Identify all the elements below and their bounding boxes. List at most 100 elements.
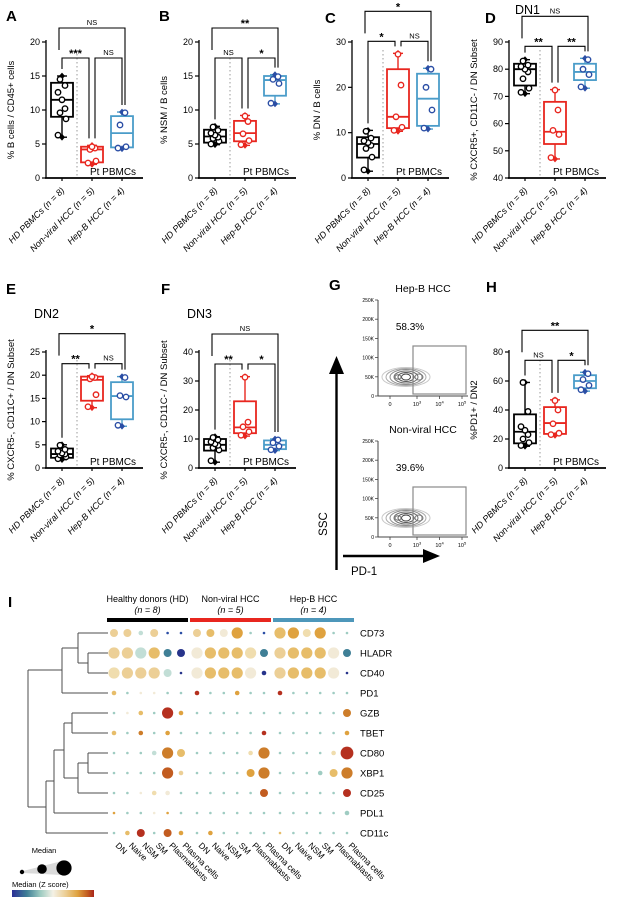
svg-text:SSC: SSC (318, 512, 330, 536)
svg-text:Hep-B HCC: Hep-B HCC (395, 283, 451, 295)
svg-text:**: ** (71, 354, 80, 366)
panel-letter-c: C (325, 10, 336, 27)
svg-text:NS: NS (409, 31, 419, 40)
panel-letter-f: F (161, 281, 171, 298)
svg-text:20: 20 (336, 82, 346, 92)
svg-text:CD40: CD40 (360, 669, 384, 680)
svg-text:**: ** (551, 320, 560, 332)
svg-text:0: 0 (35, 173, 40, 183)
svg-text:200K: 200K (362, 458, 374, 464)
svg-text:**: ** (224, 354, 233, 366)
svg-text:***: *** (69, 48, 83, 60)
panel-letter-i: I (8, 594, 13, 611)
svg-text:NS: NS (533, 350, 543, 359)
panel-letter-e: E (6, 281, 17, 298)
svg-text:DN2: DN2 (34, 307, 59, 321)
svg-text:*: * (90, 324, 95, 336)
svg-text:0: 0 (498, 463, 503, 473)
svg-text:20: 20 (30, 370, 40, 380)
svg-text:5: 5 (188, 139, 193, 149)
svg-text:*: * (569, 350, 574, 362)
svg-text:HD PBMCs (n = 8): HD PBMCs (n = 8) (469, 475, 529, 535)
svg-text:104: 104 (435, 541, 444, 550)
svg-text:100K: 100K (362, 356, 374, 362)
svg-text:Hep-B HCC (n = 4): Hep-B HCC (n = 4) (371, 185, 432, 246)
svg-text:0: 0 (388, 402, 391, 408)
panel-letter-h: H (486, 279, 497, 296)
svg-text:0: 0 (371, 394, 374, 400)
svg-text:10: 10 (30, 105, 40, 115)
svg-text:30: 30 (336, 37, 346, 47)
svg-text:103: 103 (413, 400, 422, 409)
svg-text:Pt PBMCs: Pt PBMCs (553, 167, 599, 178)
svg-text:NS: NS (223, 48, 233, 57)
svg-text:20: 20 (183, 37, 193, 47)
svg-text:10: 10 (336, 128, 346, 138)
svg-text:250K: 250K (362, 298, 374, 304)
svg-text:50: 50 (493, 146, 503, 156)
svg-text:100K: 100K (362, 497, 374, 503)
svg-text:90: 90 (493, 37, 503, 47)
svg-text:%PD1+ / DN2: %PD1+ / DN2 (469, 380, 480, 439)
svg-text:NS: NS (550, 6, 560, 15)
svg-text:HLADR: HLADR (360, 649, 392, 660)
svg-text:(n = 4): (n = 4) (300, 605, 326, 615)
svg-text:**: ** (534, 36, 543, 48)
svg-text:CD11c: CD11c (360, 829, 389, 840)
svg-text:NS: NS (103, 354, 113, 363)
svg-text:0: 0 (188, 173, 193, 183)
svg-text:0: 0 (371, 535, 374, 541)
svg-text:HD PBMCs (n = 8): HD PBMCs (n = 8) (6, 475, 66, 535)
svg-text:XBP1: XBP1 (360, 769, 384, 780)
svg-text:HD PBMCs (n = 8): HD PBMCs (n = 8) (159, 185, 219, 245)
svg-text:5: 5 (35, 440, 40, 450)
svg-text:60: 60 (493, 119, 503, 129)
svg-text:80: 80 (493, 347, 503, 357)
svg-text:0: 0 (188, 463, 193, 473)
svg-text:Hep-B HCC (n = 4): Hep-B HCC (n = 4) (65, 185, 126, 246)
svg-text:Pt PBMCs: Pt PBMCs (90, 167, 136, 178)
svg-text:60: 60 (493, 376, 503, 386)
svg-text:PD-1: PD-1 (351, 566, 377, 578)
svg-text:39.6%: 39.6% (396, 463, 424, 474)
svg-text:20: 20 (183, 405, 193, 415)
svg-text:40: 40 (183, 347, 193, 357)
svg-text:GZB: GZB (360, 709, 380, 720)
svg-text:DN3: DN3 (187, 307, 212, 321)
svg-text:150K: 150K (362, 336, 374, 342)
svg-text:**: ** (567, 36, 576, 48)
svg-text:PD1: PD1 (360, 689, 378, 700)
svg-text:40: 40 (493, 405, 503, 415)
svg-text:% B cells / CD45+ cells: % B cells / CD45+ cells (6, 61, 17, 160)
panel-letter-b: B (159, 8, 170, 25)
svg-text:Pt PBMCs: Pt PBMCs (396, 167, 442, 178)
svg-text:Pt PBMCs: Pt PBMCs (243, 457, 289, 468)
svg-text:104: 104 (435, 400, 444, 409)
svg-text:HD PBMCs (n = 8): HD PBMCs (n = 8) (469, 185, 529, 245)
svg-text:HD PBMCs (n = 8): HD PBMCs (n = 8) (312, 185, 372, 245)
svg-text:0: 0 (341, 173, 346, 183)
svg-text:Hep-B HCC (n = 4): Hep-B HCC (n = 4) (528, 475, 589, 536)
svg-text:NS: NS (87, 18, 97, 27)
svg-text:70: 70 (493, 91, 503, 101)
svg-text:HD PBMCs (n = 8): HD PBMCs (n = 8) (159, 475, 219, 535)
panel-letter-g: G (329, 277, 341, 294)
svg-text:0: 0 (388, 543, 391, 549)
svg-text:30: 30 (183, 376, 193, 386)
svg-text:20: 20 (493, 434, 503, 444)
svg-text:15: 15 (30, 393, 40, 403)
svg-text:250K: 250K (362, 439, 374, 445)
svg-text:Hep-B HCC (n = 4): Hep-B HCC (n = 4) (65, 475, 126, 536)
svg-text:200K: 200K (362, 317, 374, 323)
panel-letter-a: A (6, 8, 17, 25)
svg-text:NS: NS (103, 48, 113, 57)
svg-text:150K: 150K (362, 477, 374, 483)
svg-text:*: * (396, 1, 401, 13)
svg-text:*: * (379, 31, 384, 43)
svg-text:CD80: CD80 (360, 749, 384, 760)
